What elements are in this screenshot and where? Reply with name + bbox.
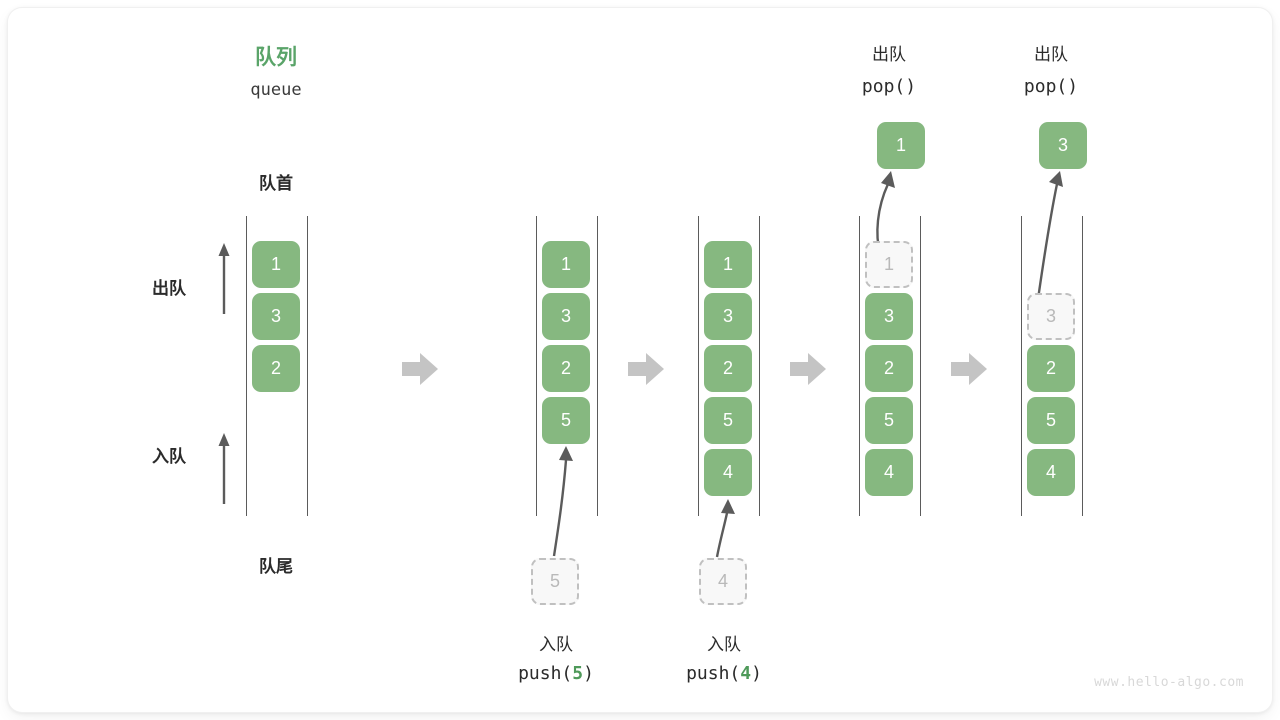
dequeue-side-label: 出队 (152, 279, 186, 298)
push-caption-cn-4: 入队 (707, 635, 741, 654)
queue-rail-left-2 (536, 216, 537, 516)
queue-item: 4 (704, 449, 752, 496)
pop-caption-cn-3: 出队 (1034, 45, 1068, 64)
step-arrow-icon (402, 352, 438, 386)
queue-item: 3 (542, 293, 590, 340)
queue-item: 2 (1027, 345, 1075, 392)
queue-item: 3 (704, 293, 752, 340)
queue-rail-right-1 (307, 216, 308, 516)
queue-rail-left-3 (698, 216, 699, 516)
push-code-arg-5: 5 (572, 663, 584, 684)
queue-item: 1 (252, 241, 300, 288)
queue-item: 2 (252, 345, 300, 392)
queue-item: 5 (1027, 397, 1075, 444)
watermark: www.hello-algo.com (1094, 675, 1244, 690)
queue-rail-right-5 (1082, 216, 1083, 516)
queue-item: 2 (865, 345, 913, 392)
incoming-element: 5 (531, 558, 579, 605)
push-caption-code-5: push(5) (486, 663, 626, 684)
push-arrow-4 (696, 493, 756, 559)
queue-rail-left-5 (1021, 216, 1022, 516)
front-label: 队首 (259, 174, 293, 193)
queue-title-en: queue (250, 80, 302, 100)
pop-caption-code-1: pop() (861, 76, 917, 97)
push-code-prefix-5: push( (518, 663, 573, 684)
enqueue-direction-arrow (214, 432, 234, 504)
queue-rail-right-2 (597, 216, 598, 516)
push-code-suffix-5: ) (583, 663, 594, 684)
step-arrow-icon (628, 352, 664, 386)
pop-caption-code-3: pop() (1023, 76, 1079, 97)
queue-item: 5 (865, 397, 913, 444)
queue-item: 3 (252, 293, 300, 340)
enqueue-side-label: 入队 (152, 447, 186, 466)
incoming-element: 4 (699, 558, 747, 605)
queue-item: 5 (542, 397, 590, 444)
pop-arrow-3 (1018, 166, 1078, 308)
push-arrow-5 (528, 440, 588, 558)
push-code-suffix-4: ) (751, 663, 762, 684)
queue-item: 3 (865, 293, 913, 340)
queue-item-ghost: 1 (865, 241, 913, 288)
dequeue-direction-arrow (214, 242, 234, 314)
queue-rail-right-4 (920, 216, 921, 516)
queue-rail-left-4 (859, 216, 860, 516)
queue-title-cn: 队列 (255, 46, 297, 69)
diagram-card: 队列 queue 队首 队尾 出队 入队 1 3 2 1 3 2 5 5 (8, 8, 1272, 712)
queue-rail-right-3 (759, 216, 760, 516)
queue-item: 4 (865, 449, 913, 496)
queue-item: 5 (704, 397, 752, 444)
step-arrow-icon (790, 352, 826, 386)
push-code-prefix-4: push( (686, 663, 741, 684)
popped-element: 3 (1039, 122, 1087, 169)
queue-item: 1 (704, 241, 752, 288)
push-code-arg-4: 4 (740, 663, 752, 684)
step-arrow-icon (951, 352, 987, 386)
queue-item-ghost: 3 (1027, 293, 1075, 340)
queue-item: 2 (704, 345, 752, 392)
queue-rail-left-1 (246, 216, 247, 516)
push-caption-cn-5: 入队 (539, 635, 573, 654)
push-caption-code-4: push(4) (654, 663, 794, 684)
queue-item: 2 (542, 345, 590, 392)
pop-caption-cn-1: 出队 (872, 45, 906, 64)
rear-label: 队尾 (259, 557, 293, 576)
queue-item: 4 (1027, 449, 1075, 496)
popped-element: 1 (877, 122, 925, 169)
queue-item: 1 (542, 241, 590, 288)
